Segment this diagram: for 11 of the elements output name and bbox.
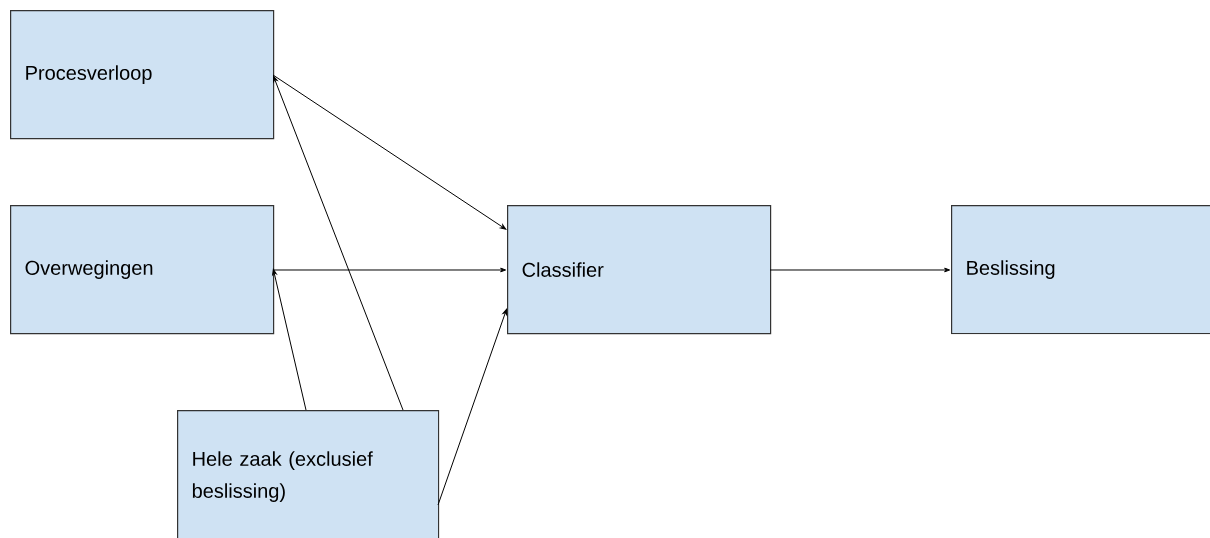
process-box: Overwegingen: [10, 205, 275, 335]
arrow: [437, 308, 508, 506]
process-box: Beslissing: [951, 205, 1210, 335]
process-box: Hele zaak (exclusief beslissing): [177, 409, 440, 538]
arrow: [272, 267, 507, 273]
process-box: Classifier: [507, 205, 772, 335]
arrow: [272, 268, 307, 411]
arrow: [272, 74, 507, 230]
arrow: [769, 267, 951, 273]
arrow: [273, 75, 404, 411]
process-box: Procesverloop: [10, 10, 275, 140]
